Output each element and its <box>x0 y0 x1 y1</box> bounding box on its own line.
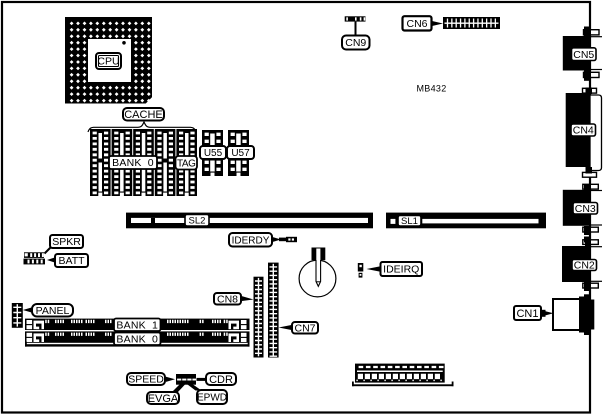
svg-text:CN2: CN2 <box>574 260 595 272</box>
svg-text:CN4: CN4 <box>573 125 594 137</box>
svg-text:IDEIRQ: IDEIRQ <box>383 264 419 276</box>
svg-text:SPEED: SPEED <box>128 374 164 386</box>
svg-text:MB432: MB432 <box>417 84 447 94</box>
svg-text:SPKR: SPKR <box>52 236 81 248</box>
svg-text:CN6: CN6 <box>406 18 427 30</box>
svg-text:SL2: SL2 <box>189 216 206 227</box>
svg-text:TAG: TAG <box>177 158 196 169</box>
svg-text:BATT: BATT <box>58 255 85 267</box>
svg-text:EVGA: EVGA <box>148 393 179 405</box>
svg-text:CACHE: CACHE <box>124 109 163 121</box>
svg-text:BANK 1: BANK 1 <box>116 319 158 331</box>
svg-text:CN5: CN5 <box>573 49 594 61</box>
svg-text:BANK 0: BANK 0 <box>112 157 154 169</box>
svg-text:IDERDY: IDERDY <box>232 235 270 246</box>
svg-text:CPU: CPU <box>97 56 119 68</box>
svg-text:CN8: CN8 <box>217 293 238 305</box>
svg-text:U55: U55 <box>204 148 223 159</box>
svg-text:CDR: CDR <box>209 374 233 386</box>
svg-text:CN1: CN1 <box>516 308 538 320</box>
svg-text:CN7: CN7 <box>294 322 315 334</box>
svg-text:BANK 0: BANK 0 <box>116 333 158 345</box>
svg-text:SL1: SL1 <box>401 216 418 227</box>
svg-text:PANEL: PANEL <box>36 305 70 317</box>
svg-text:CN9: CN9 <box>345 37 366 49</box>
svg-text:EPWD: EPWD <box>197 393 227 404</box>
svg-text:CN3: CN3 <box>575 203 596 215</box>
svg-text:U57: U57 <box>231 148 250 159</box>
